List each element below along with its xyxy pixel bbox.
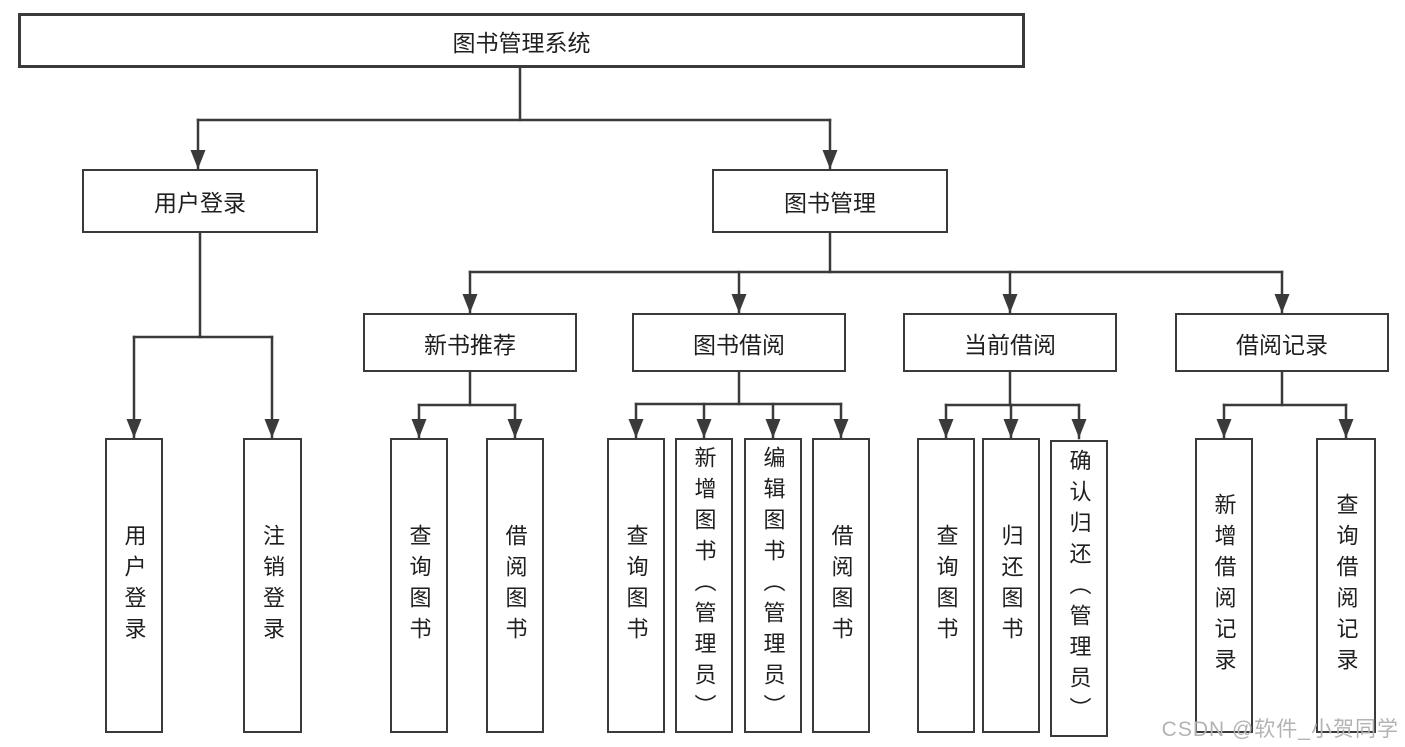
node-leaf-logout: 注销登录 — [243, 438, 302, 733]
node-current-borrow: 当前借阅 — [903, 313, 1117, 372]
node-label: 借阅记录 — [1236, 331, 1328, 358]
node-label: 编辑图书（管理员） — [760, 446, 786, 725]
node-label: 新增借阅记录 — [1211, 492, 1237, 679]
node-leaf-add-borrow-record: 新增借阅记录 — [1195, 438, 1253, 733]
node-label: 借阅图书 — [502, 523, 528, 648]
node-label: 借阅图书 — [828, 523, 854, 648]
node-leaf-confirm-return-admin: 确认归还（管理员） — [1050, 440, 1108, 737]
node-label: 图书管理系统 — [452, 29, 591, 56]
node-leaf-borrow-books-recommend: 借阅图书 — [486, 438, 544, 733]
node-label: 用户登录 — [121, 523, 147, 648]
node-new-book-recommend: 新书推荐 — [363, 313, 577, 372]
node-label: 查询图书 — [406, 523, 432, 648]
node-leaf-borrow-books: 借阅图书 — [812, 438, 870, 733]
node-user-login: 用户登录 — [82, 169, 318, 233]
node-leaf-return-book: 归还图书 — [982, 438, 1040, 733]
node-label: 当前借阅 — [964, 331, 1056, 358]
node-book-borrow: 图书借阅 — [632, 313, 846, 372]
node-book-management: 图书管理 — [712, 169, 948, 233]
node-leaf-query-books-borrow: 查询图书 — [607, 438, 665, 733]
node-library-management-system: 图书管理系统 — [18, 13, 1025, 68]
node-label: 查询图书 — [623, 523, 649, 648]
node-leaf-edit-book-admin: 编辑图书（管理员） — [744, 438, 802, 733]
node-leaf-user-login: 用户登录 — [105, 438, 163, 733]
node-leaf-add-book-admin: 新增图书（管理员） — [675, 438, 733, 733]
node-label: 查询借阅记录 — [1333, 492, 1359, 679]
node-leaf-query-books-recommend: 查询图书 — [390, 438, 448, 733]
csdn-watermark: CSDN @软件_小贺同学 — [1161, 718, 1399, 741]
node-label: 确认归还（管理员） — [1066, 449, 1092, 728]
node-label: 新书推荐 — [424, 331, 516, 358]
node-label: 图书管理 — [784, 190, 876, 216]
node-label: 图书借阅 — [693, 331, 785, 358]
node-borrow-records: 借阅记录 — [1175, 313, 1389, 372]
node-leaf-query-books-current: 查询图书 — [917, 438, 975, 733]
node-label: 新增图书（管理员） — [691, 446, 717, 725]
node-leaf-query-borrow-record: 查询借阅记录 — [1316, 438, 1376, 733]
node-label: 用户登录 — [154, 190, 246, 216]
node-label: 查询图书 — [933, 523, 959, 648]
node-label: 注销登录 — [260, 523, 286, 648]
node-label: 归还图书 — [998, 523, 1024, 648]
